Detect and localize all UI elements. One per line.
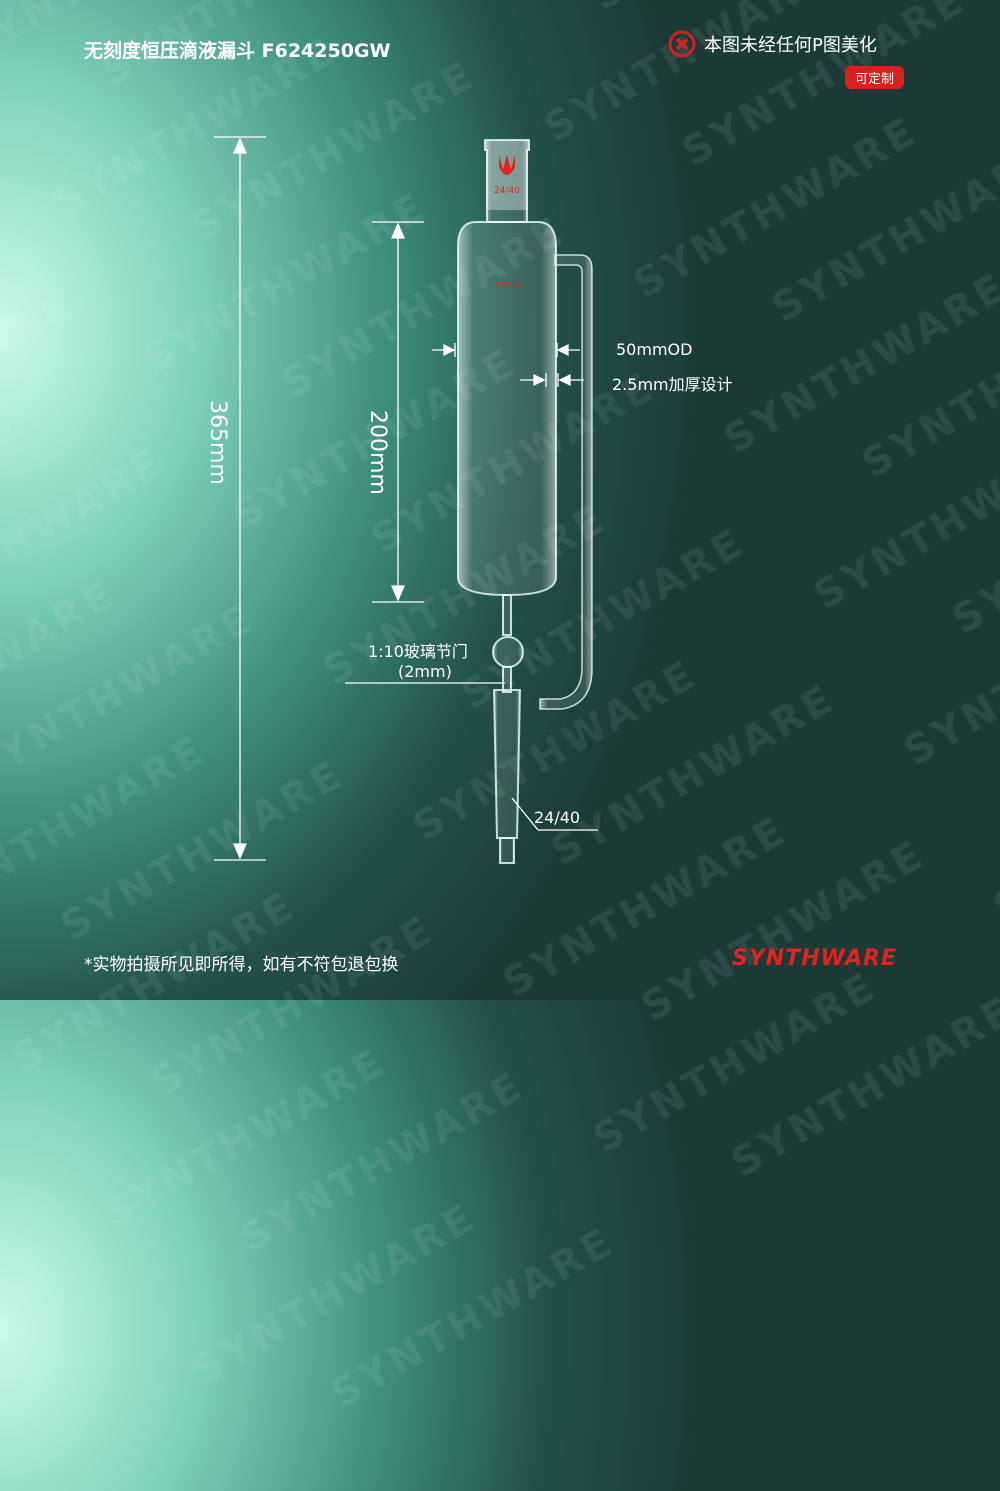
- no-retouch-notice: 本图未经任何P图美化: [668, 30, 877, 58]
- total-height-label: 365mm: [205, 400, 230, 485]
- notice-text: 本图未经任何P图美化: [704, 35, 877, 56]
- funnel-illustration: 24/40 250 mL: [214, 136, 598, 864]
- outer-diameter-label: 50mmOD: [616, 340, 693, 359]
- brand-logo: SYNTHWARE: [732, 946, 898, 971]
- bottom-joint-label: 24/40: [534, 808, 581, 827]
- joint-marking: 24/40: [494, 186, 520, 196]
- cross-circle-icon: [668, 30, 696, 58]
- wall-thickness-label: 2.5mm加厚设计: [612, 375, 733, 394]
- body-height-label: 200mm: [365, 410, 390, 495]
- stopcock-bore-label: (2mm): [398, 662, 452, 681]
- volume-marking: 250 mL: [495, 281, 526, 290]
- dimension-lines: [214, 136, 598, 861]
- stopcock-label: 1:10玻璃节门: [368, 642, 468, 661]
- page-title: 无刻度恒压滴液漏斗 F624250GW: [84, 40, 391, 62]
- customizable-badge: 可定制: [845, 66, 905, 89]
- disclaimer: *实物拍摄所见即所得，如有不符包退包换: [84, 955, 399, 975]
- brand-logo-icon: [499, 155, 515, 175]
